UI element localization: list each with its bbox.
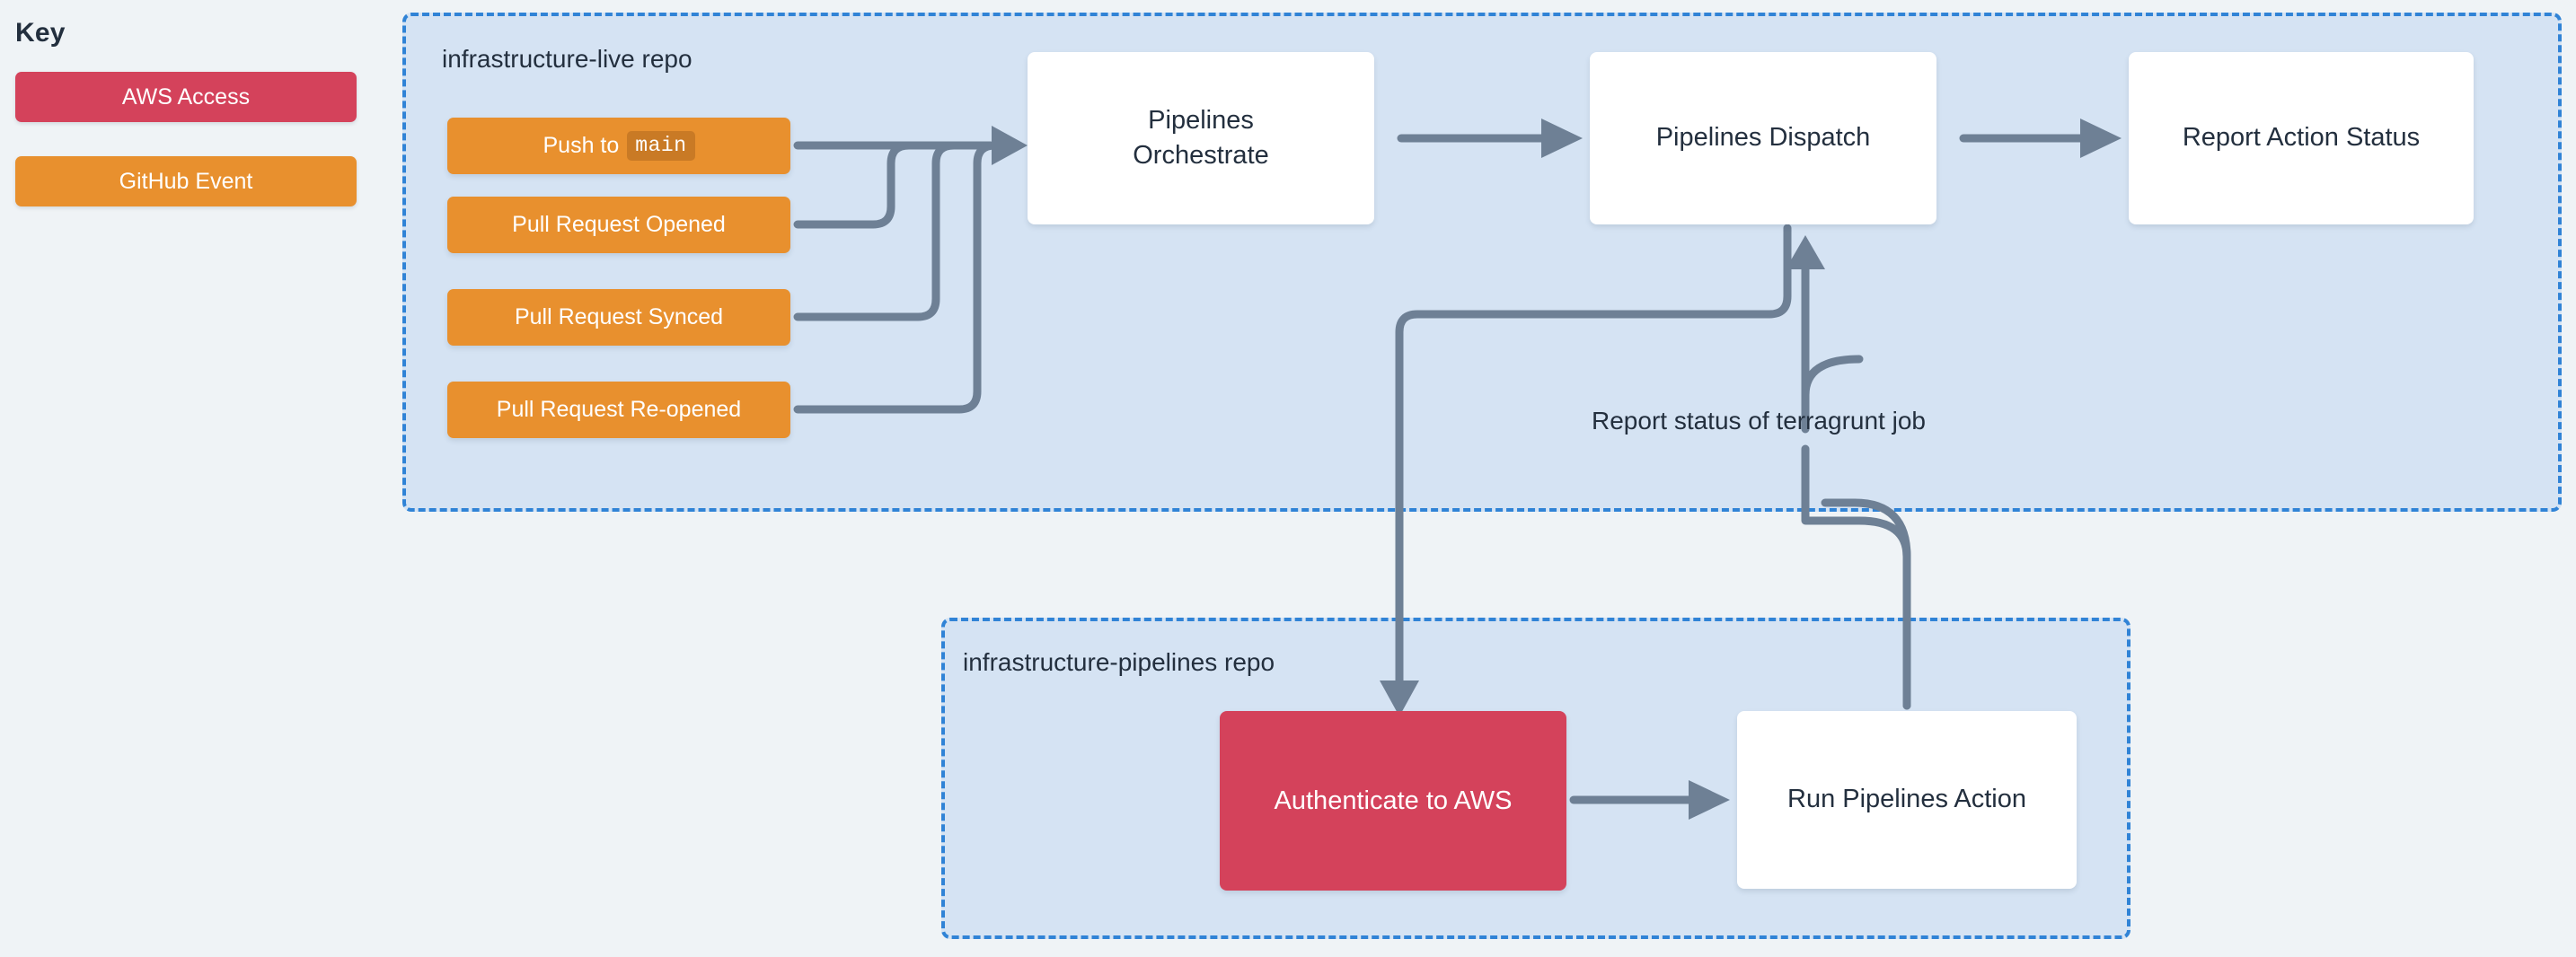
node-authenticate-to-aws[interactable]: Authenticate to AWS — [1220, 711, 1566, 891]
key-item-github-event: GitHub Event — [15, 156, 357, 206]
key-item-aws-access-label: AWS Access — [121, 83, 251, 110]
key-title: Key — [15, 18, 66, 48]
node-authenticate-to-aws-label: Authenticate to AWS — [1274, 786, 1513, 815]
node-pipelines-orchestrate-label-line2: Orchestrate — [1133, 141, 1269, 170]
node-pull-request-synced-label: Pull Request Synced — [514, 304, 724, 329]
node-pull-request-reopened[interactable]: Pull Request Re-opened — [447, 382, 790, 438]
node-pull-request-synced[interactable]: Pull Request Synced — [447, 289, 790, 346]
node-pull-request-reopened-label: Pull Request Re-opened — [496, 397, 742, 422]
node-run-pipelines-action[interactable]: Run Pipelines Action — [1737, 711, 2077, 889]
node-pipelines-dispatch-label: Pipelines Dispatch — [1655, 123, 1871, 153]
node-push-to-main-label: Push to — [543, 133, 620, 158]
edge-label-report-status: Report status of terragrunt job — [1592, 407, 1926, 435]
container-infrastructure-pipelines-label: infrastructure-pipelines repo — [963, 648, 1275, 676]
node-pipelines-dispatch[interactable]: Pipelines Dispatch — [1590, 52, 1936, 224]
node-report-action-status[interactable]: Report Action Status — [2129, 52, 2474, 224]
node-pull-request-opened[interactable]: Pull Request Opened — [447, 197, 790, 253]
container-infrastructure-live-label: infrastructure-live repo — [442, 45, 693, 73]
inline-code-branch-name: main — [627, 131, 695, 161]
node-pipelines-orchestrate-label-line1: Pipelines — [1148, 105, 1254, 135]
node-report-action-status-label: Report Action Status — [2182, 123, 2421, 153]
node-run-pipelines-action-label: Run Pipelines Action — [1787, 785, 2026, 814]
node-pull-request-opened-label: Pull Request Opened — [512, 212, 726, 237]
key-item-github-event-label: GitHub Event — [119, 168, 253, 194]
node-pipelines-orchestrate[interactable]: Pipelines Orchestrate — [1028, 52, 1374, 224]
key-item-aws-access: AWS Access — [15, 72, 357, 122]
node-push-to-main[interactable]: Push to main — [447, 118, 790, 174]
